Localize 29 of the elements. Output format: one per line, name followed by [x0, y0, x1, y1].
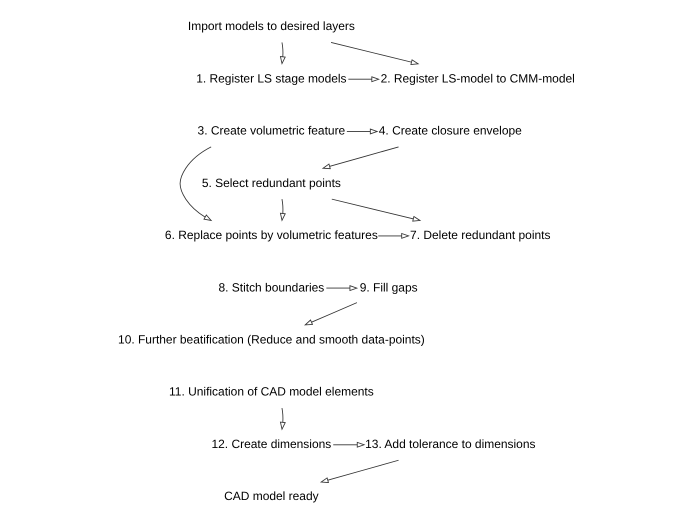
- arrow: [332, 442, 366, 448]
- node-text: CAD model ready: [224, 489, 319, 504]
- arrow: [331, 198, 422, 222]
- node-text: 1. Register LS stage models: [196, 71, 347, 86]
- node-text: 10. Further beatification (Reduce and smooth data-points): [118, 332, 425, 346]
- node-text: 3. Create volumetric feature: [198, 124, 346, 138]
- node-text: 12. Create dimensions: [211, 436, 332, 451]
- node-text: Import models to desired layers: [188, 19, 355, 34]
- arrow: [378, 232, 410, 239]
- node-text: 4. Create closure envelope: [378, 124, 522, 138]
- arrow: [322, 146, 399, 170]
- arrow: [330, 42, 420, 65]
- node-text: 11. Unification of CAD model elements: [169, 384, 374, 399]
- arrow: [304, 302, 358, 326]
- arrow: [280, 42, 286, 65]
- arrow: [326, 285, 358, 292]
- arrow: [280, 408, 286, 430]
- arrow: [180, 146, 212, 222]
- arrow: [280, 198, 286, 222]
- node-text: 7. Delete redundant points: [410, 228, 550, 242]
- node-text: 13. Add tolerance to dimensions: [365, 436, 536, 451]
- node-text: 8. Stitch boundaries: [218, 280, 324, 294]
- arrow: [348, 76, 380, 82]
- arrow: [320, 460, 399, 483]
- node-text: 2. Register LS-model to CMM-model: [380, 71, 575, 86]
- node-text: 9. Fill gaps: [360, 280, 418, 294]
- node-text: 5. Select redundant points: [202, 176, 341, 190]
- node-text: 6. Replace points by volumetric features: [164, 228, 378, 242]
- arrow: [346, 128, 378, 134]
